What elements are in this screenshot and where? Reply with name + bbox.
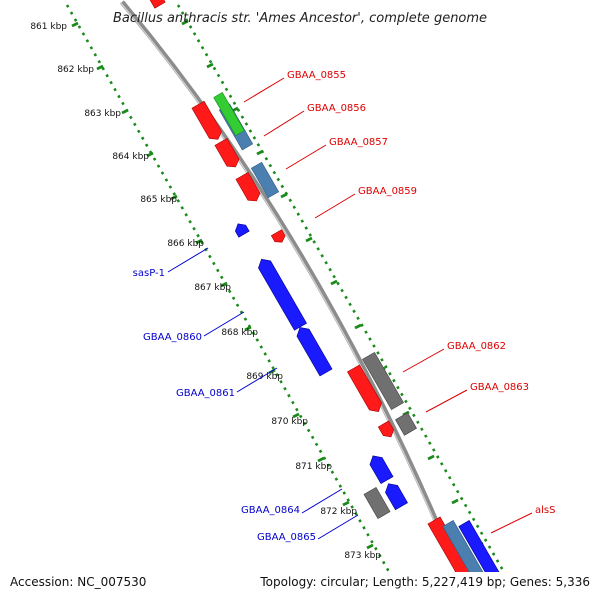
gene-label-forward: GBAA_0859 — [358, 186, 417, 197]
cds-sasp-1 — [234, 223, 250, 238]
tick-label: 864 kbp — [112, 152, 149, 162]
genome-backbone — [120, 0, 461, 572]
forward-label-leaders — [243, 77, 533, 534]
cds-gbaa-0860 — [258, 258, 307, 331]
reverse-label-leaders — [167, 247, 359, 540]
cds-gbaa-0859 — [235, 171, 261, 202]
map-title: Bacillus anthracis str. 'Ames Ancestor',… — [113, 11, 487, 26]
tick-label: 866 kbp — [167, 239, 204, 249]
tick-label: 870 kbp — [271, 417, 308, 427]
topology-text: Topology: circular; Length: 5,227,419 bp… — [259, 575, 590, 589]
cds-alss — [427, 516, 489, 572]
inner-tick-ring — [65, 4, 391, 572]
tick-label: 873 kbp — [344, 551, 381, 561]
cds-gbaa-0865 — [385, 483, 408, 511]
gene-label-forward: GBAA_0862 — [447, 341, 506, 352]
gene-label-reverse: GBAA_0861 — [176, 388, 235, 399]
gene-label-reverse: GBAA_0865 — [257, 532, 316, 543]
tick-labels: 861 kbp 862 kbp 863 kbp 864 kbp 865 kbp … — [30, 22, 381, 561]
cds-small-2 — [377, 420, 395, 438]
gene-features — [218, 103, 502, 572]
gene-label-forward: GBAA_0857 — [329, 137, 388, 148]
forward-cds-features — [191, 100, 489, 572]
green-feature — [213, 92, 245, 136]
outer-tick-ring — [176, 4, 506, 572]
cds-gbaa-0856 — [191, 100, 222, 140]
cds-gbaa-0857 — [214, 137, 240, 168]
gene-label-forward: alsS — [535, 505, 555, 516]
gene-label-forward: GBAA_0863 — [470, 382, 529, 393]
tick-label: 865 kbp — [140, 195, 177, 205]
tick-label: 871 kbp — [295, 462, 332, 472]
cds-gbaa-0864 — [369, 455, 394, 485]
tick-label: 872 kbp — [320, 507, 357, 517]
accession-text: Accession: NC_007530 — [10, 575, 146, 589]
cds-small-1 — [270, 229, 286, 243]
tick-label: 862 kbp — [57, 65, 94, 75]
tick-label: 867 kbp — [194, 283, 231, 293]
gene-label-forward: GBAA_0855 — [287, 70, 346, 81]
tick-label: 868 kbp — [221, 328, 258, 338]
feature-top-edge — [148, 0, 166, 9]
tick-label: 863 kbp — [84, 109, 121, 119]
gene-label-reverse: sasP-1 — [133, 268, 165, 279]
cds-bottom — [458, 520, 518, 572]
gene-label-reverse: GBAA_0864 — [241, 505, 300, 516]
tick-label: 869 kbp — [246, 372, 283, 382]
cds-gbaa-0862 — [347, 364, 382, 412]
reverse-cds-features — [234, 223, 518, 572]
map-drawing: 861 kbp 862 kbp 863 kbp 864 kbp 865 kbp … — [30, 0, 555, 572]
cds-gbaa-0861 — [296, 327, 333, 377]
gene-label-forward: GBAA_0856 — [307, 103, 366, 114]
gray-features — [362, 351, 417, 520]
reverse-gene-labels: sasP-1 GBAA_0860 GBAA_0861 GBAA_0864 GBA… — [133, 268, 316, 543]
tick-label: 861 kbp — [30, 22, 67, 32]
forward-gene-labels: GBAA_0855 GBAA_0856 GBAA_0857 GBAA_0859 … — [287, 70, 555, 516]
gene-label-reverse: GBAA_0860 — [143, 332, 202, 343]
